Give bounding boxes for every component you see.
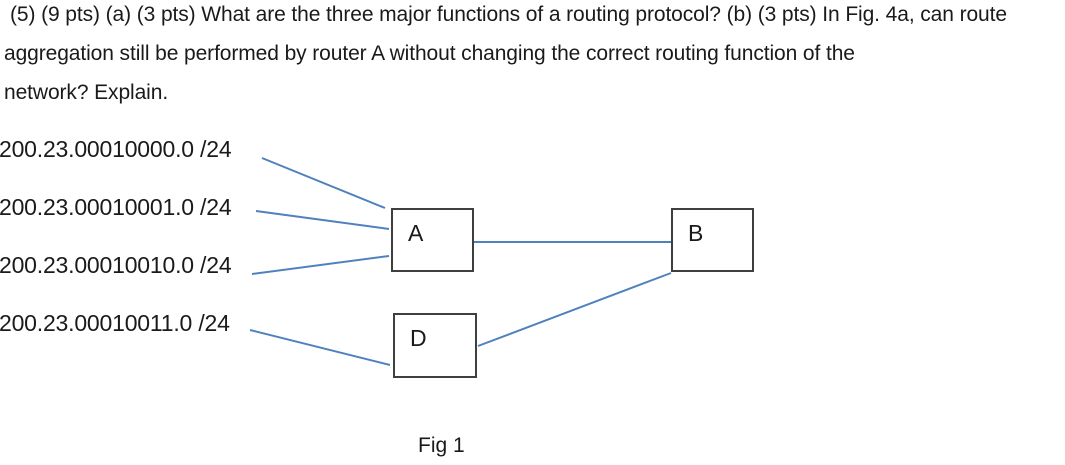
network-label-3: 200.23.00010010.0 /24 (0, 252, 232, 278)
router-label-B: B (688, 220, 704, 246)
network-label-1: 200.23.00010000.0 /24 (0, 136, 232, 162)
router-box-B: B (671, 208, 754, 272)
question-line-3: network? Explain. (4, 81, 169, 104)
link-network3-routerA (251, 255, 390, 275)
question-line-2: aggregation still be performed by router… (4, 42, 855, 65)
network-label-2: 200.23.00010001.0 /24 (0, 194, 232, 220)
link-network4-routerD (249, 329, 391, 366)
question-text: (5) (9 pts) (a) (3 pts) What are the thr… (4, 0, 1007, 112)
router-label-A: A (408, 220, 424, 246)
router-box-A: A (391, 208, 474, 272)
link-routerD-routerB (477, 272, 672, 347)
router-box-D: D (393, 313, 477, 378)
question-line-1: (5) (9 pts) (a) (3 pts) What are the thr… (10, 3, 1007, 26)
figure-caption: Fig 1 (418, 434, 465, 457)
link-network2-routerA (255, 210, 390, 230)
router-label-D: D (410, 325, 427, 351)
link-network1-routerA (261, 157, 386, 209)
network-label-4: 200.23.00010011.0 /24 (0, 310, 230, 336)
